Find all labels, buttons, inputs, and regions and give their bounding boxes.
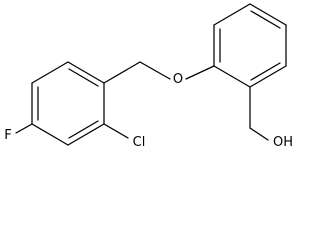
hydroxyl-label: OH: [273, 135, 293, 150]
bond: [31, 123, 69, 146]
right-benzene-ring: [213, 3, 287, 88]
bond-to-chlorine: [103, 123, 129, 139]
bond: [67, 61, 105, 84]
chlorine-label: Cl: [133, 135, 146, 150]
ether-oxygen-label: O: [173, 72, 183, 87]
bond: [103, 61, 141, 84]
ether-linker: [103, 61, 215, 84]
bond: [67, 123, 105, 146]
left-benzene-ring: [31, 61, 105, 146]
double-bond-inner: [250, 62, 281, 81]
fluorine-label: F: [4, 128, 11, 143]
double-bond-inner: [250, 10, 281, 29]
bond: [31, 61, 69, 84]
bond: [213, 65, 251, 88]
bond: [213, 3, 251, 26]
bond: [185, 65, 215, 80]
bond: [249, 3, 287, 26]
bond: [139, 61, 171, 80]
double-bond-inner: [68, 68, 99, 87]
molecule-structure: O Cl F OH: [4, 3, 293, 150]
double-bond-inner: [68, 120, 99, 139]
bond-to-fluorine: [15, 123, 33, 134]
bond: [249, 65, 287, 88]
bond-ch2-to-oh: [249, 127, 269, 141]
